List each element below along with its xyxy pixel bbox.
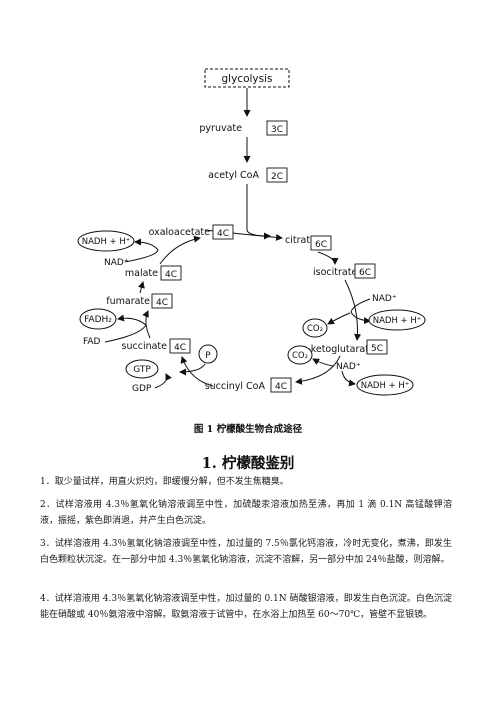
fumarate-carbon-tag — [151, 293, 173, 309]
oxaloacetate-carbon-count: 4C — [217, 229, 229, 239]
succinate-carbon-tag — [169, 338, 191, 354]
gtp-ellipse — [125, 359, 159, 379]
pyruvate-carbon-tag — [266, 120, 288, 136]
oxaloacetate-carbon-tag — [212, 224, 234, 240]
ketoglutarate-label: α-ketoglutarate — [301, 344, 375, 355]
paragraph-2: 2．试样溶液用 4.3％氢氧化钠溶液调至中性，加硫酸汞溶液加热至沸，再加 1 滴… — [40, 500, 452, 526]
co2-2-ellipse — [287, 345, 313, 365]
nad-right-2-label: NAD⁺ — [336, 362, 361, 372]
malate-label: malate — [125, 268, 158, 279]
ketoglutarate-carbon-tag — [366, 339, 388, 355]
succinate-carbon-count: 4C — [174, 343, 186, 353]
nadh-right-1-label: NADH + H⁺ — [373, 316, 422, 326]
nad-left-label: NAD⁺ — [104, 258, 129, 268]
fumarate-label: fumarate — [106, 296, 150, 307]
fadh2-ellipse — [79, 308, 117, 330]
pyruvate-carbon-count: 3C — [271, 125, 283, 135]
citric-acid-cycle-diagram: glycolysis pyruvate 3C acetyl CoA 2C oxa… — [77, 68, 426, 396]
succinyl-carbon-count: 4C — [275, 382, 287, 392]
fad-label: FAD — [83, 337, 101, 347]
nadh-right-2-label: NADH + H⁺ — [361, 381, 410, 391]
section-title: 1. 柠檬酸鉴别 — [201, 455, 295, 472]
isocitrate-carbon-count: 6C — [359, 268, 371, 278]
co2-1-label: CO₂ — [307, 324, 323, 334]
fadh2-label: FADH₂ — [84, 315, 112, 325]
phosphate-label: P — [205, 351, 211, 361]
nadh-left-label: NADH + H⁺ — [82, 237, 131, 247]
succinyl-coa-label: succinyl CoA — [205, 381, 266, 392]
fumarate-carbon-count: 4C — [156, 298, 168, 308]
phosphate-ellipse — [198, 344, 218, 364]
pyruvate-label: pyruvate — [199, 123, 242, 134]
co2-1-ellipse — [302, 318, 328, 338]
acetyl-carbon-count: 2C — [271, 172, 283, 182]
figure-caption: 图 1 柠檬酸生物合成途径 — [193, 424, 303, 435]
nad-right-1-label: NAD⁺ — [372, 294, 397, 304]
glycolysis-label: glycolysis — [222, 73, 273, 85]
paragraph-3: 3．试样溶液用 4.3％氢氧化钠溶液调至中性，加过量的 7.5％氯化钙溶液，冷时… — [40, 539, 452, 565]
citrate-carbon-tag — [310, 235, 332, 251]
succinyl-carbon-tag — [270, 377, 292, 393]
oxaloacetate-label: oxaloacetate — [149, 227, 211, 238]
glycolysis-box — [204, 68, 290, 88]
nadh-right-1-ellipse — [368, 309, 426, 331]
nadh-left-ellipse — [77, 230, 135, 252]
ketoglutarate-carbon-count: 5C — [371, 344, 383, 354]
citrate-carbon-count: 6C — [315, 240, 327, 250]
co2-2-label: CO₂ — [292, 351, 308, 361]
isocitrate-label: isocitrate — [313, 267, 357, 278]
gdp-label: GDP — [132, 384, 152, 394]
nadh-right-2-ellipse — [356, 374, 414, 396]
paragraph-4: 4．试样溶液用 4.3％氢氧化钠溶液调至中性，加过量的 0.1N 硝酸银溶液，即… — [40, 594, 452, 620]
succinate-label: succinate — [122, 341, 168, 352]
gtp-label: GTP — [133, 365, 151, 375]
citrate-label: citrate — [285, 235, 316, 246]
acetyl-carbon-tag — [266, 167, 288, 183]
malate-carbon-tag — [160, 265, 182, 281]
isocitrate-carbon-tag — [354, 263, 376, 279]
paragraph-1: 1．取少量试样，用直火炽灼，即缓慢分解，但不发生焦糖臭。 — [40, 477, 289, 487]
malate-carbon-count: 4C — [165, 270, 177, 280]
acetyl-coa-label: acetyl CoA — [208, 170, 259, 181]
